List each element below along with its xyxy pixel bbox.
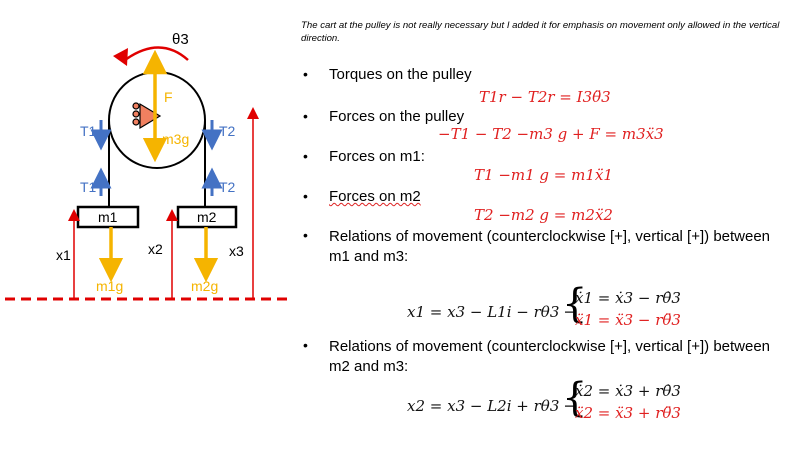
explanatory-note: The cart at the pulley is not really nec… xyxy=(301,20,780,44)
brace-m2: { xyxy=(562,375,588,421)
bullet-label-pulley-forces: Forces on the pulley xyxy=(329,108,465,125)
equation-forces-m1: T1 −m1 g = m1ẍ1 xyxy=(474,166,613,184)
pulley-cart xyxy=(139,102,162,130)
pulley-wheel xyxy=(108,71,206,169)
bullet-dot: • xyxy=(303,337,308,353)
mass-m2-label: m2 xyxy=(197,209,217,225)
rotation-arrow xyxy=(124,46,189,62)
m2g-label: m2g xyxy=(191,278,218,294)
x3-label: x3 xyxy=(229,243,244,259)
bullet-label-forces-m2: Forces on m2 xyxy=(329,188,421,205)
bullet-dot: • xyxy=(303,227,308,243)
m1g-label: m1g xyxy=(96,278,123,294)
bullet-label-torques: Torques on the pulley xyxy=(329,66,472,83)
equation-relation-m1-velocity: ẋ1 = ẋ3 − rθ̇3 xyxy=(575,289,681,307)
theta-label: θ3 xyxy=(172,31,189,48)
force-F-label: F xyxy=(164,89,173,105)
rotation-arrowhead xyxy=(113,48,128,66)
equation-pulley-forces: −T1 − T2 −m3 g + F = m3ẍ3 xyxy=(438,125,664,143)
bullet-dot: • xyxy=(303,188,308,204)
equation-relation-m1-acceleration: ẍ1 = ẍ3 − rθ̈3 xyxy=(575,311,681,329)
equation-forces-m2: T2 −m2 g = m2ẍ2 xyxy=(474,206,613,224)
equation-relation-m1: x1 = x3 − L1i − rθ3 → xyxy=(407,303,577,321)
bullet-dot: • xyxy=(303,66,308,82)
pulley-system-diagram: θ3 F m3g T1 T2 T1 T2 m1 m2 m1g m2g x1 x2… xyxy=(5,31,292,301)
equation-relation-m2: x2 = x3 − L2i + rθ3 → xyxy=(407,397,577,415)
bullet-label-relations-m1: Relations of movement (counterclockwise … xyxy=(329,228,771,265)
equation-torques: T1r − T2r = I3θ̈3 xyxy=(479,88,611,106)
T1-pulley-label: T1 xyxy=(80,123,97,139)
bullet-dot: • xyxy=(303,148,308,164)
bullet-dot: • xyxy=(303,108,308,124)
bullet-label-relations-m2: Relations of movement (counterclockwise … xyxy=(329,338,771,375)
theta-main: θ3 xyxy=(172,31,189,48)
T2-mass-label: T2 xyxy=(219,179,236,195)
m3g-label: m3g xyxy=(162,131,189,147)
x1-label: x1 xyxy=(56,247,71,263)
brace-m1: { xyxy=(562,281,588,327)
x2-label: x2 xyxy=(148,241,163,257)
cart-wheel xyxy=(132,102,140,110)
cart-wheel xyxy=(132,110,140,118)
mass-m1-label: m1 xyxy=(98,209,118,225)
cart-wheel xyxy=(132,118,140,126)
equation-relation-m2-acceleration: ẍ2 = ẍ3 + rθ̈3 xyxy=(575,404,681,422)
T2-pulley-label: T2 xyxy=(219,123,236,139)
T1-mass-label: T1 xyxy=(80,179,97,195)
equation-relation-m2-velocity: ẋ2 = ẋ3 + rθ̇3 xyxy=(575,382,681,400)
bullet-label-forces-m1: Forces on m1: xyxy=(329,148,425,165)
